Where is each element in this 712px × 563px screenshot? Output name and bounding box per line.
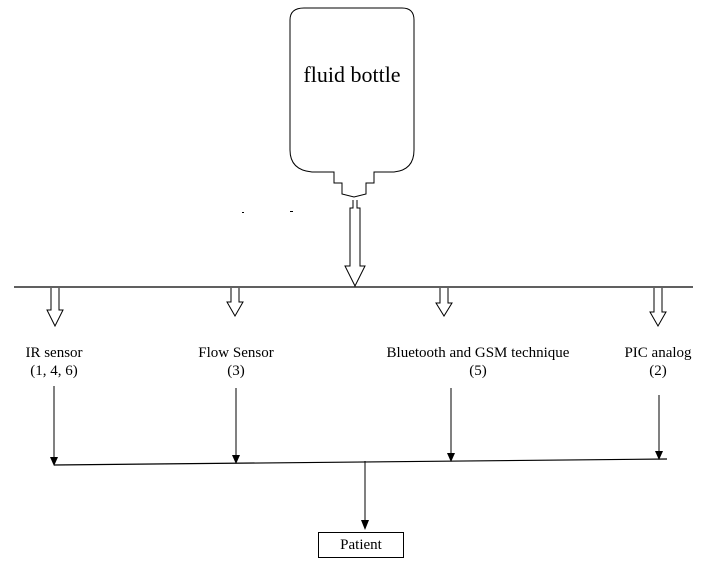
stray-mark [242, 212, 244, 213]
arrowhead [447, 453, 455, 462]
component-pic-analog: PIC analog (2) [610, 344, 706, 380]
component-ref: (1, 4, 6) [30, 363, 78, 379]
branch-arrow [226, 288, 244, 318]
component-bluetooth-gsm: Bluetooth and GSM technique (5) [358, 344, 598, 380]
patient-box: Patient [318, 532, 404, 558]
drip-tube-arrow [344, 200, 366, 288]
collector-line [53, 458, 668, 466]
component-name: PIC analog [624, 345, 692, 361]
component-ref: (3) [227, 363, 245, 379]
arrowhead [361, 520, 369, 530]
component-name: IR sensor [25, 345, 83, 361]
component-name: Flow Sensor [198, 345, 274, 361]
fluid-bottle-label: fluid bottle [303, 62, 401, 87]
component-flow-sensor: Flow Sensor (3) [176, 344, 296, 380]
fluid-bottle-shape [289, 7, 415, 198]
branch-arrow [435, 288, 453, 317]
component-ir-sensor: IR sensor (1, 4, 6) [2, 344, 106, 380]
component-ref: (5) [469, 363, 487, 379]
branch-arrow [46, 288, 64, 328]
component-name: Bluetooth and GSM technique [386, 345, 570, 361]
arrowhead [50, 457, 58, 466]
arrowhead [232, 455, 240, 464]
component-ref: (2) [649, 363, 667, 379]
branch-arrow [649, 288, 667, 328]
stray-mark [290, 211, 293, 212]
arrowhead [655, 451, 663, 460]
